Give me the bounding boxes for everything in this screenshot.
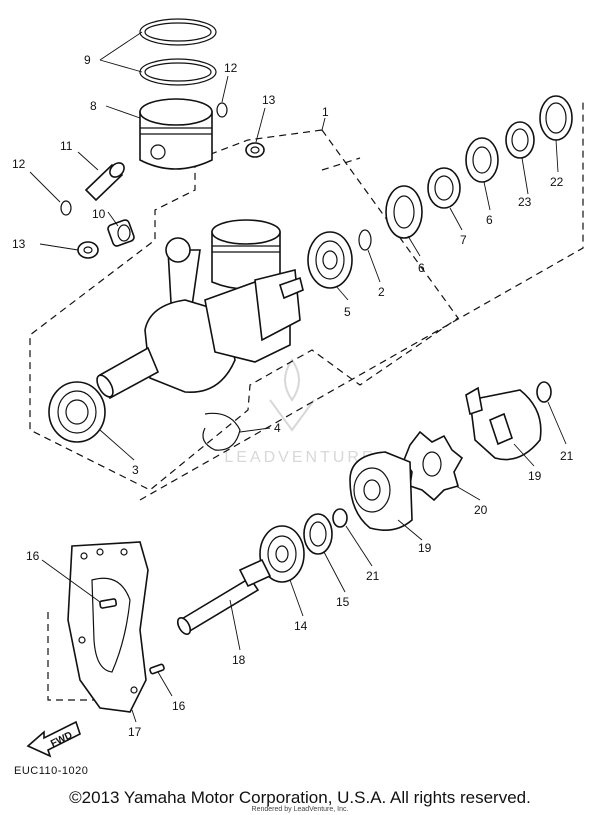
callout-16-upper: 16 xyxy=(26,549,40,563)
bearing-15 xyxy=(303,513,333,555)
gasket-bracket xyxy=(47,612,112,701)
oil-seal-6a xyxy=(385,185,423,239)
thrust-washer-upper xyxy=(245,142,265,158)
main-bearing-left xyxy=(48,381,106,443)
dowel-pin-lower xyxy=(149,663,165,675)
snap-ring xyxy=(202,412,241,451)
dowel-pin-upper xyxy=(99,598,118,609)
callout-3: 3 xyxy=(132,463,139,477)
callout-12-lower: 12 xyxy=(12,157,26,171)
washer-21-lower xyxy=(332,508,348,528)
callout-20: 20 xyxy=(474,503,488,517)
copyright-notice: ©2013 Yamaha Motor Corporation, U.S.A. A… xyxy=(69,788,531,807)
callout-11: 11 xyxy=(60,139,73,153)
callout-15: 15 xyxy=(336,595,350,609)
coupling-right xyxy=(465,386,542,461)
drive-shaft xyxy=(176,558,272,635)
crankshaft xyxy=(96,219,304,400)
coupling-left xyxy=(349,451,413,531)
callout-19-right: 19 xyxy=(528,469,542,483)
callout-2: 2 xyxy=(378,285,385,299)
piston-rings xyxy=(139,18,217,86)
bearing-23 xyxy=(505,121,535,159)
callout-5: 5 xyxy=(344,305,351,319)
callout-9: 9 xyxy=(84,53,91,67)
gasket xyxy=(67,541,149,713)
callout-17: 17 xyxy=(128,725,142,739)
damper xyxy=(403,430,464,502)
oil-seal-6b xyxy=(465,137,499,183)
circlip-lower xyxy=(60,200,72,216)
main-bearing-right xyxy=(307,231,353,289)
watermark-text: LEADVENTURE xyxy=(224,449,375,466)
callout-21-lower: 21 xyxy=(366,569,380,583)
callout-7: 7 xyxy=(460,233,467,247)
callout-19-left: 19 xyxy=(418,541,432,555)
callout-23: 23 xyxy=(518,195,532,209)
callout-16-lower: 16 xyxy=(172,699,186,713)
callout-10: 10 xyxy=(92,207,106,221)
circlip-upper xyxy=(216,102,228,118)
callout-22: 22 xyxy=(550,175,564,189)
callout-13-lower: 13 xyxy=(12,237,26,251)
callout-13-upper: 13 xyxy=(262,93,276,107)
callout-6-lower: 6 xyxy=(418,261,425,275)
callout-4: 4 xyxy=(274,421,281,435)
o-ring xyxy=(358,229,372,251)
cover-22 xyxy=(539,95,573,141)
thrust-washer-lower xyxy=(77,241,99,259)
leadventure-watermark-logo: LEADVENTURE xyxy=(224,358,375,466)
callout-1: 1 xyxy=(322,105,329,119)
callout-numbers: 9 12 8 13 1 11 12 10 13 22 23 6 7 6 2 5 … xyxy=(12,53,574,739)
callout-18: 18 xyxy=(232,653,246,667)
callout-8: 8 xyxy=(90,99,97,113)
callout-21-right: 21 xyxy=(560,449,574,463)
collar-7 xyxy=(427,167,461,209)
washer-21-right xyxy=(536,381,552,403)
bearing-14 xyxy=(259,525,305,583)
crankshaft-assembly-boundary xyxy=(29,100,584,501)
callout-6-upper: 6 xyxy=(486,213,493,227)
needle-bearing xyxy=(107,219,135,247)
rendered-by-credit: Rendered by LeadVenture, Inc. xyxy=(251,806,349,813)
forward-direction-arrow: FWD xyxy=(26,720,81,758)
piston-pin xyxy=(84,162,125,202)
leader-lines xyxy=(29,31,567,723)
drawing-code: EUC110-1020 xyxy=(14,765,89,777)
callout-14: 14 xyxy=(294,619,308,633)
callout-12-upper: 12 xyxy=(224,61,238,75)
piston xyxy=(139,98,213,170)
